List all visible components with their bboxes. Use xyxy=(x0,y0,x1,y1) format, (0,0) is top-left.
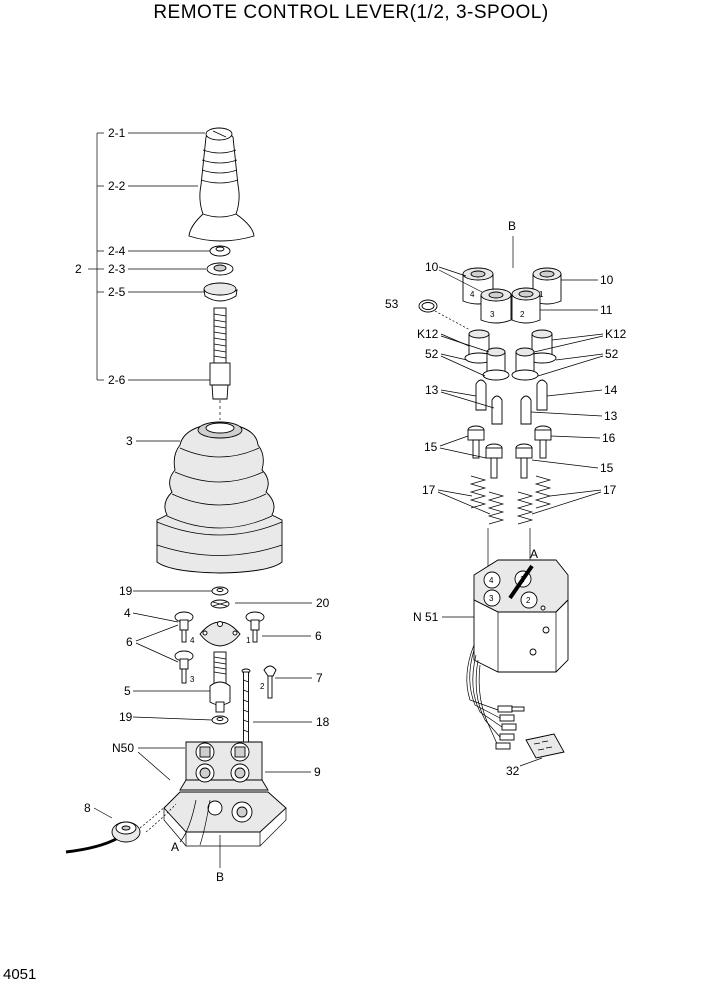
plug-k12-mid-right xyxy=(511,347,539,381)
nut-2-4 xyxy=(209,245,231,257)
ring-53 xyxy=(418,299,471,331)
callout-53: 53 xyxy=(385,297,399,311)
callout-14: 14 xyxy=(604,383,618,397)
callout-3: 3 xyxy=(126,434,133,448)
cap-port-3: 3 xyxy=(490,310,495,319)
callout-17-right: 17 xyxy=(603,483,617,497)
cap-3: 3 xyxy=(480,288,512,324)
pusher-2: 2 xyxy=(260,665,277,699)
callout-52-left: 52 xyxy=(425,347,439,361)
boot-3 xyxy=(156,421,283,574)
washer-20 xyxy=(210,599,230,609)
plug-k12-right xyxy=(527,329,557,364)
springs-17 xyxy=(469,475,552,525)
callout-8: 8 xyxy=(84,801,91,815)
callout-2-2: 2-2 xyxy=(108,179,126,193)
pusher-1: 1 xyxy=(245,611,265,645)
callout-9: 9 xyxy=(314,765,321,779)
callout-k12-right: K12 xyxy=(605,327,627,341)
callout-10-right: 10 xyxy=(600,273,614,287)
housing-octagon xyxy=(163,791,287,868)
callout-7: 7 xyxy=(316,671,323,685)
callout-18: 18 xyxy=(316,715,330,729)
callout-2-1: 2-1 xyxy=(108,126,126,140)
callout-5: 5 xyxy=(124,684,131,698)
bolt-18 xyxy=(241,668,251,743)
cap-port-2: 2 xyxy=(520,310,525,319)
spools xyxy=(475,379,548,425)
cup-2-5 xyxy=(203,282,238,302)
plug-k12-left xyxy=(464,329,494,364)
callout-52-right: 52 xyxy=(605,347,619,361)
pusher-4: 4 xyxy=(174,611,195,645)
callout-4: 4 xyxy=(124,606,131,620)
nut-19-bottom xyxy=(211,715,229,725)
callout-n51: N 51 xyxy=(413,610,439,624)
rod-2-6 xyxy=(209,307,231,420)
pusher-3: 3 xyxy=(174,650,195,684)
cap-11: 2 xyxy=(511,287,541,324)
body-port-3: 3 xyxy=(489,594,494,603)
callout-6-right: 6 xyxy=(315,629,322,643)
cap-port-1: 1 xyxy=(539,290,544,299)
pusher-port-4: 4 xyxy=(190,636,195,645)
grip-2-2 xyxy=(188,127,255,242)
callout-a-left: A xyxy=(171,840,179,854)
pusher-port-1: 1 xyxy=(246,636,251,645)
plug-k12-mid-left xyxy=(482,347,510,381)
dome-plate xyxy=(199,621,241,647)
callout-19-top: 19 xyxy=(119,584,133,598)
cap-port-4: 4 xyxy=(470,290,475,299)
page-title: REMOTE CONTROL LEVER(1/2, 3-SPOOL) xyxy=(153,2,549,23)
wiring-harness xyxy=(466,644,565,767)
callout-a-right: A xyxy=(530,547,538,561)
callout-20: 20 xyxy=(316,596,330,610)
callout-11: 11 xyxy=(600,303,613,317)
pusher-port-3: 3 xyxy=(190,675,195,684)
callout-k12-left: K12 xyxy=(417,327,439,341)
callout-32: 32 xyxy=(506,764,520,778)
callout-15-left: 15 xyxy=(424,440,438,454)
cable-8 xyxy=(65,799,211,854)
callout-6-left: 6 xyxy=(126,635,133,649)
callout-13-left: 13 xyxy=(425,383,439,397)
callout-n50: N50 xyxy=(112,741,134,755)
callout-16: 16 xyxy=(602,431,616,445)
callout-17-left: 17 xyxy=(422,483,436,497)
body-n51: 4 1 3 2 xyxy=(473,559,569,673)
callout-labels: 2-1 2-2 2-4 2 2-3 2-5 2-6 3 19 20 4 6 6 … xyxy=(75,126,627,884)
leader-lines-right xyxy=(437,266,604,618)
callout-b-right: B xyxy=(508,219,516,233)
callout-10-left: 10 xyxy=(425,260,439,274)
shaft-5 xyxy=(209,651,231,713)
washer-2-3 xyxy=(206,262,234,276)
callout-2-3: 2-3 xyxy=(108,262,126,276)
callout-2: 2 xyxy=(75,262,82,276)
callout-19-bottom: 19 xyxy=(119,710,133,724)
base-plate-9 xyxy=(179,741,269,791)
body-bracket xyxy=(487,528,531,566)
pusher-port-2: 2 xyxy=(260,682,265,691)
leader-lines-left xyxy=(93,132,312,819)
group-2-bracket xyxy=(88,132,104,381)
callout-2-5: 2-5 xyxy=(108,285,126,299)
callout-b-left: B xyxy=(216,870,224,884)
callout-13-right: 13 xyxy=(604,409,618,423)
callout-2-4: 2-4 xyxy=(108,244,126,258)
spring-seats xyxy=(467,425,552,479)
callout-2-6: 2-6 xyxy=(108,373,126,387)
body-port-4: 4 xyxy=(489,576,494,585)
callout-15-right: 15 xyxy=(600,461,614,475)
nut-19-top xyxy=(211,586,229,596)
page-number: 4051 xyxy=(3,966,37,983)
body-port-2: 2 xyxy=(526,596,531,605)
